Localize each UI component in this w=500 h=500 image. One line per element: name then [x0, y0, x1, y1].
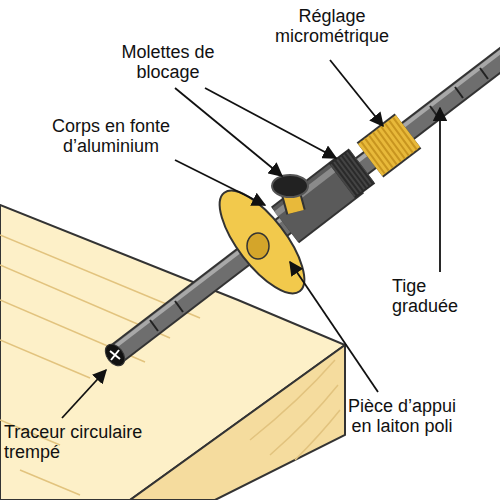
part-label: Pièce d’appui en laiton poli	[336, 396, 468, 436]
part-label: Molettes de blocage	[112, 42, 224, 82]
brass-fence	[205, 178, 319, 306]
part-label: Tige graduée	[392, 276, 492, 316]
leader-lines	[62, 60, 440, 418]
part-label: Corps en fonte d’aluminium	[36, 116, 186, 156]
aluminium-body	[272, 131, 408, 225]
part-label: Réglage micrométrique	[262, 6, 402, 46]
graduated-rod	[101, 43, 500, 369]
part-label: Traceur circulaire trempé	[4, 422, 154, 462]
